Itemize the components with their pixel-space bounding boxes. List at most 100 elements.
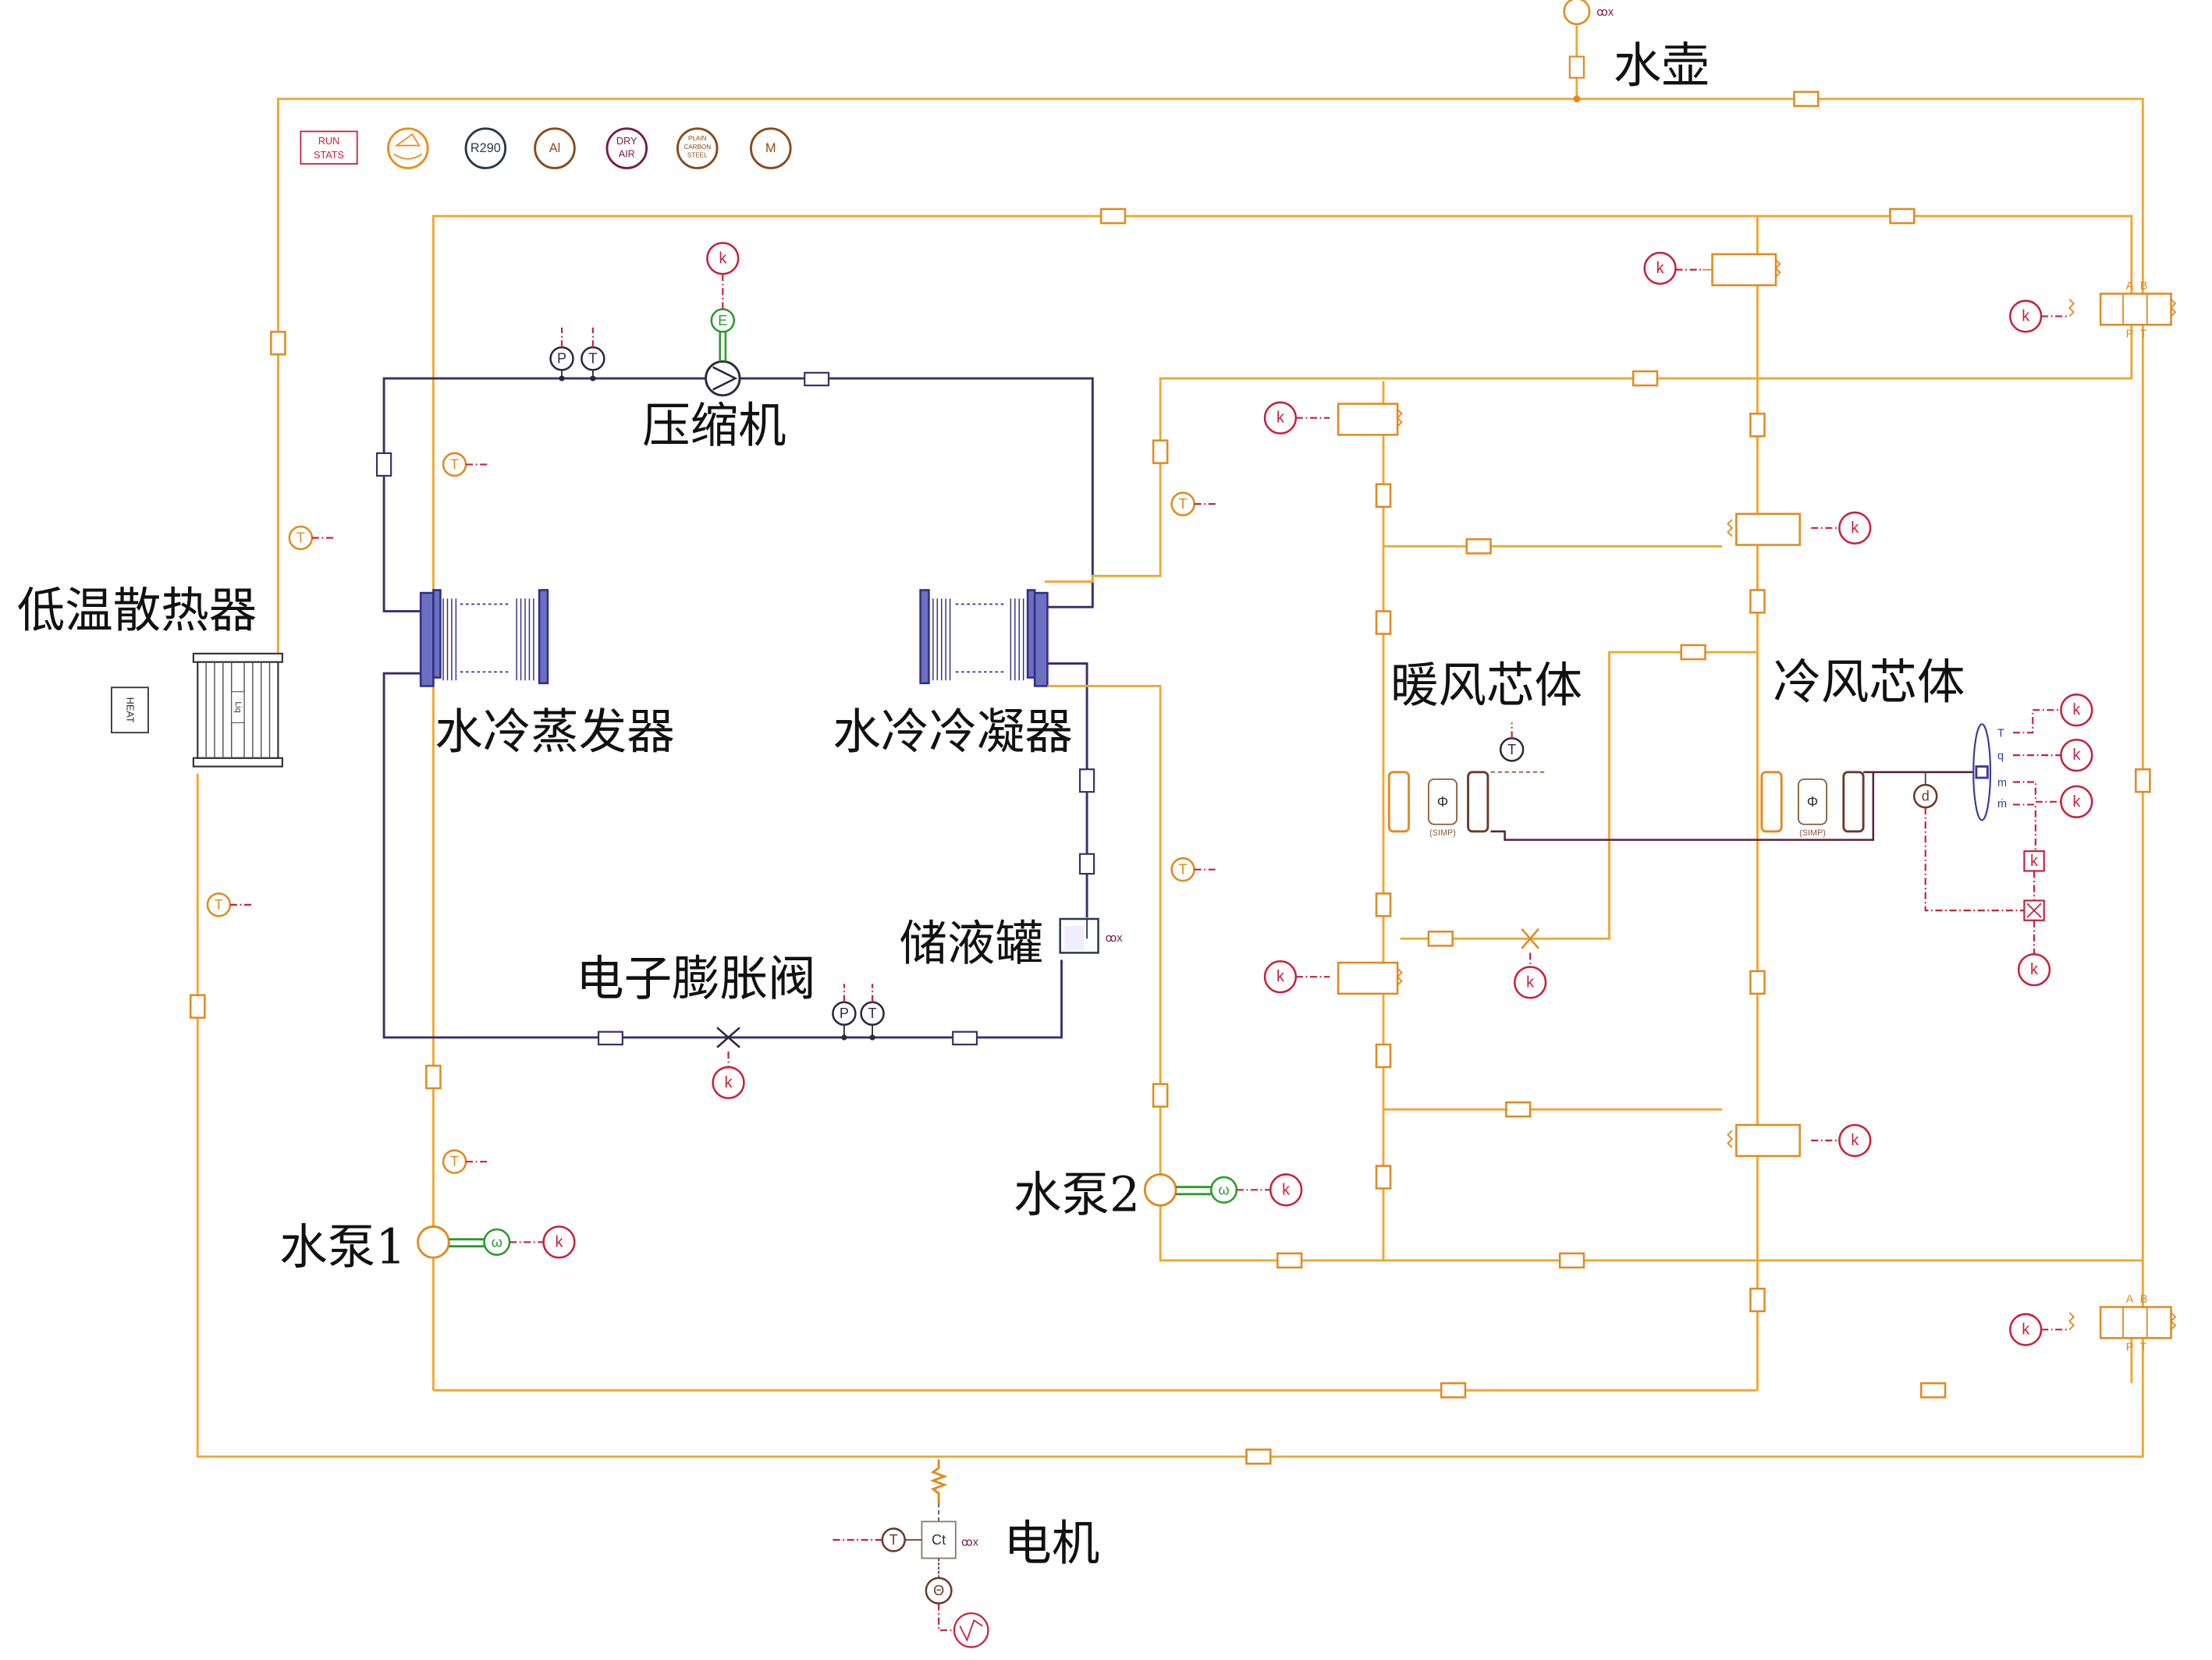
- electronic-expansion-valve-label: 电子膨胀阀: [576, 951, 816, 1007]
- three-way-valve[interactable]: k: [1727, 1123, 1872, 1158]
- temperature-sensor[interactable]: T: [833, 1527, 922, 1552]
- pipe-segment[interactable]: [1375, 892, 1392, 917]
- pipe-segment[interactable]: [1099, 208, 1127, 225]
- temperature-sensor[interactable]: T: [1170, 491, 1216, 516]
- gain-block[interactable]: k: [2023, 850, 2045, 901]
- receiver-tank[interactable]: ꝏx: [1059, 917, 1124, 954]
- pressure-sensor[interactable]: P: [549, 327, 574, 381]
- mechanical-library-button[interactable]: M: [750, 127, 792, 169]
- pipe-segment[interactable]: [1427, 930, 1454, 947]
- pipe-segment[interactable]: [952, 1030, 978, 1046]
- constant-symbol: k: [2022, 1321, 2029, 1338]
- refrigerant-library-button[interactable]: R290: [464, 127, 507, 169]
- kettle-expansion-tank[interactable]: ꝏx 水壶: [1563, 0, 1710, 103]
- carbon-steel-library-button[interactable]: PLAIN CARBON STEEL: [676, 127, 719, 169]
- multiplier-block[interactable]: [2023, 899, 2045, 955]
- four-way-valve[interactable]: A B P T k: [2009, 1293, 2177, 1354]
- evaporator-loop-pipe[interactable]: [431, 215, 1758, 1391]
- constant-source[interactable]: k: [2017, 952, 2051, 987]
- constant-symbol: k: [725, 1074, 733, 1091]
- temperature-sensor[interactable]: T: [206, 892, 252, 917]
- pipe-segment[interactable]: [1375, 610, 1392, 635]
- dry-air-library-button[interactable]: DRY AIR: [605, 127, 648, 169]
- warm-air-core[interactable]: Φ (SIMP): [1387, 771, 1875, 841]
- pipe-segment[interactable]: [1749, 1287, 1766, 1313]
- pipe-segment[interactable]: [1245, 1448, 1272, 1465]
- sensor-symbol: T: [450, 1154, 459, 1169]
- library-toolbar: RUN STATS R290 Al DRY AIR PLAIN CARBON S…: [300, 127, 792, 169]
- condenser-inlet-coolant-pipe[interactable]: [1047, 685, 2143, 1262]
- heat-flow-source[interactable]: Θ: [925, 1558, 989, 1648]
- pipe-segment[interactable]: [1152, 439, 1169, 464]
- air-fan-source[interactable]: T q m ṁ: [1972, 709, 2061, 852]
- temperature-sensor[interactable]: T: [1170, 857, 1216, 882]
- low-temp-radiator[interactable]: Liq: [192, 652, 283, 768]
- pipe-segment[interactable]: [804, 371, 830, 387]
- cold-air-core[interactable]: Φ (SIMP): [1760, 771, 1976, 838]
- pipe-segment[interactable]: [1793, 90, 1820, 108]
- pipe-segment[interactable]: [1375, 1165, 1392, 1190]
- pipe-segment[interactable]: [1749, 413, 1766, 438]
- run-stats-button[interactable]: RUN STATS: [300, 130, 358, 165]
- temperature-sensor[interactable]: T: [442, 452, 488, 477]
- heat-stack-block[interactable]: HEAT: [111, 686, 149, 734]
- pipe-segment[interactable]: [1078, 768, 1095, 793]
- pipe-segment[interactable]: [1276, 1252, 1303, 1269]
- water-cooled-condenser[interactable]: [919, 589, 1049, 687]
- pipe-segment[interactable]: [425, 1064, 442, 1090]
- pipe-segment[interactable]: [1889, 208, 1916, 225]
- pipe-segment[interactable]: [2135, 768, 2151, 793]
- pipe-segment[interactable]: [270, 331, 286, 356]
- pipe-segment[interactable]: [1375, 1043, 1392, 1069]
- pressure-sensor[interactable]: P: [832, 984, 857, 1041]
- water-pump-2[interactable]: ω k: [1143, 1172, 1303, 1207]
- condenser-outlet-coolant-pipe[interactable]: [1044, 296, 2133, 583]
- temperature-sensor[interactable]: T: [442, 1149, 488, 1174]
- pipe-segment[interactable]: [1375, 483, 1392, 508]
- three-way-valve[interactable]: k: [1263, 401, 1403, 436]
- pipe-segment[interactable]: [375, 452, 392, 477]
- temperature-sensor[interactable]: T: [581, 327, 605, 381]
- pipe-segment[interactable]: [1440, 1382, 1467, 1399]
- constant-source[interactable]: k: [2060, 693, 2093, 727]
- pipe-segment[interactable]: [1631, 370, 1659, 387]
- three-way-valve[interactable]: k: [1727, 511, 1872, 546]
- pipe-segment[interactable]: [189, 994, 206, 1019]
- liquid-line-pipe[interactable]: [382, 672, 1063, 1039]
- pipe-segment[interactable]: [1505, 1101, 1532, 1118]
- temperature-sensor[interactable]: T: [288, 525, 333, 551]
- condenser-outlet-pipe[interactable]: [1044, 662, 1088, 918]
- pipe-segment[interactable]: [1680, 644, 1706, 661]
- three-way-valve[interactable]: k: [1263, 959, 1403, 995]
- pipe-segment[interactable]: [1749, 589, 1766, 614]
- water-pump-1[interactable]: ω k: [417, 1225, 576, 1259]
- pipe-segment[interactable]: [1749, 970, 1766, 995]
- temperature-sensor[interactable]: T: [860, 984, 885, 1041]
- condenser-coolant-loop: [1044, 208, 2143, 1399]
- compressor[interactable]: E k: [705, 242, 741, 397]
- receiver-tank-label: 储液罐: [899, 915, 1043, 971]
- thermal-fluid-library-button[interactable]: [387, 127, 429, 169]
- pressure-drop-sensor[interactable]: d: [1912, 771, 2025, 912]
- pipe-segment[interactable]: [1920, 1382, 1947, 1399]
- four-way-valve[interactable]: A B P T k: [2009, 280, 2177, 341]
- top-right-pipe[interactable]: [1757, 215, 2133, 318]
- constant-source[interactable]: k: [2060, 785, 2093, 818]
- aluminum-material-button[interactable]: Al: [534, 127, 576, 169]
- three-way-valve[interactable]: k: [1643, 251, 1781, 286]
- electronic-expansion-valve[interactable]: k: [712, 1027, 745, 1100]
- pipe-segment[interactable]: [1558, 1252, 1585, 1269]
- port-p-label: P: [2126, 1342, 2134, 1354]
- orifice[interactable]: [1568, 55, 1585, 79]
- pipe-segment[interactable]: [1078, 853, 1095, 875]
- constant-symbol: k: [2030, 961, 2038, 978]
- throttle-valve[interactable]: k: [1513, 928, 1547, 999]
- pipe-segment[interactable]: [1152, 1083, 1169, 1108]
- pipe-segment[interactable]: [598, 1030, 623, 1046]
- port-b-label: B: [2140, 280, 2148, 293]
- water-cooled-evaporator[interactable]: [419, 589, 549, 687]
- constant-source[interactable]: k: [2060, 738, 2093, 772]
- pipe-segment[interactable]: [1465, 538, 1492, 555]
- motor-thermal-mass[interactable]: Ct ꝏx: [921, 1459, 979, 1559]
- temperature-sensor[interactable]: T: [1490, 722, 1546, 773]
